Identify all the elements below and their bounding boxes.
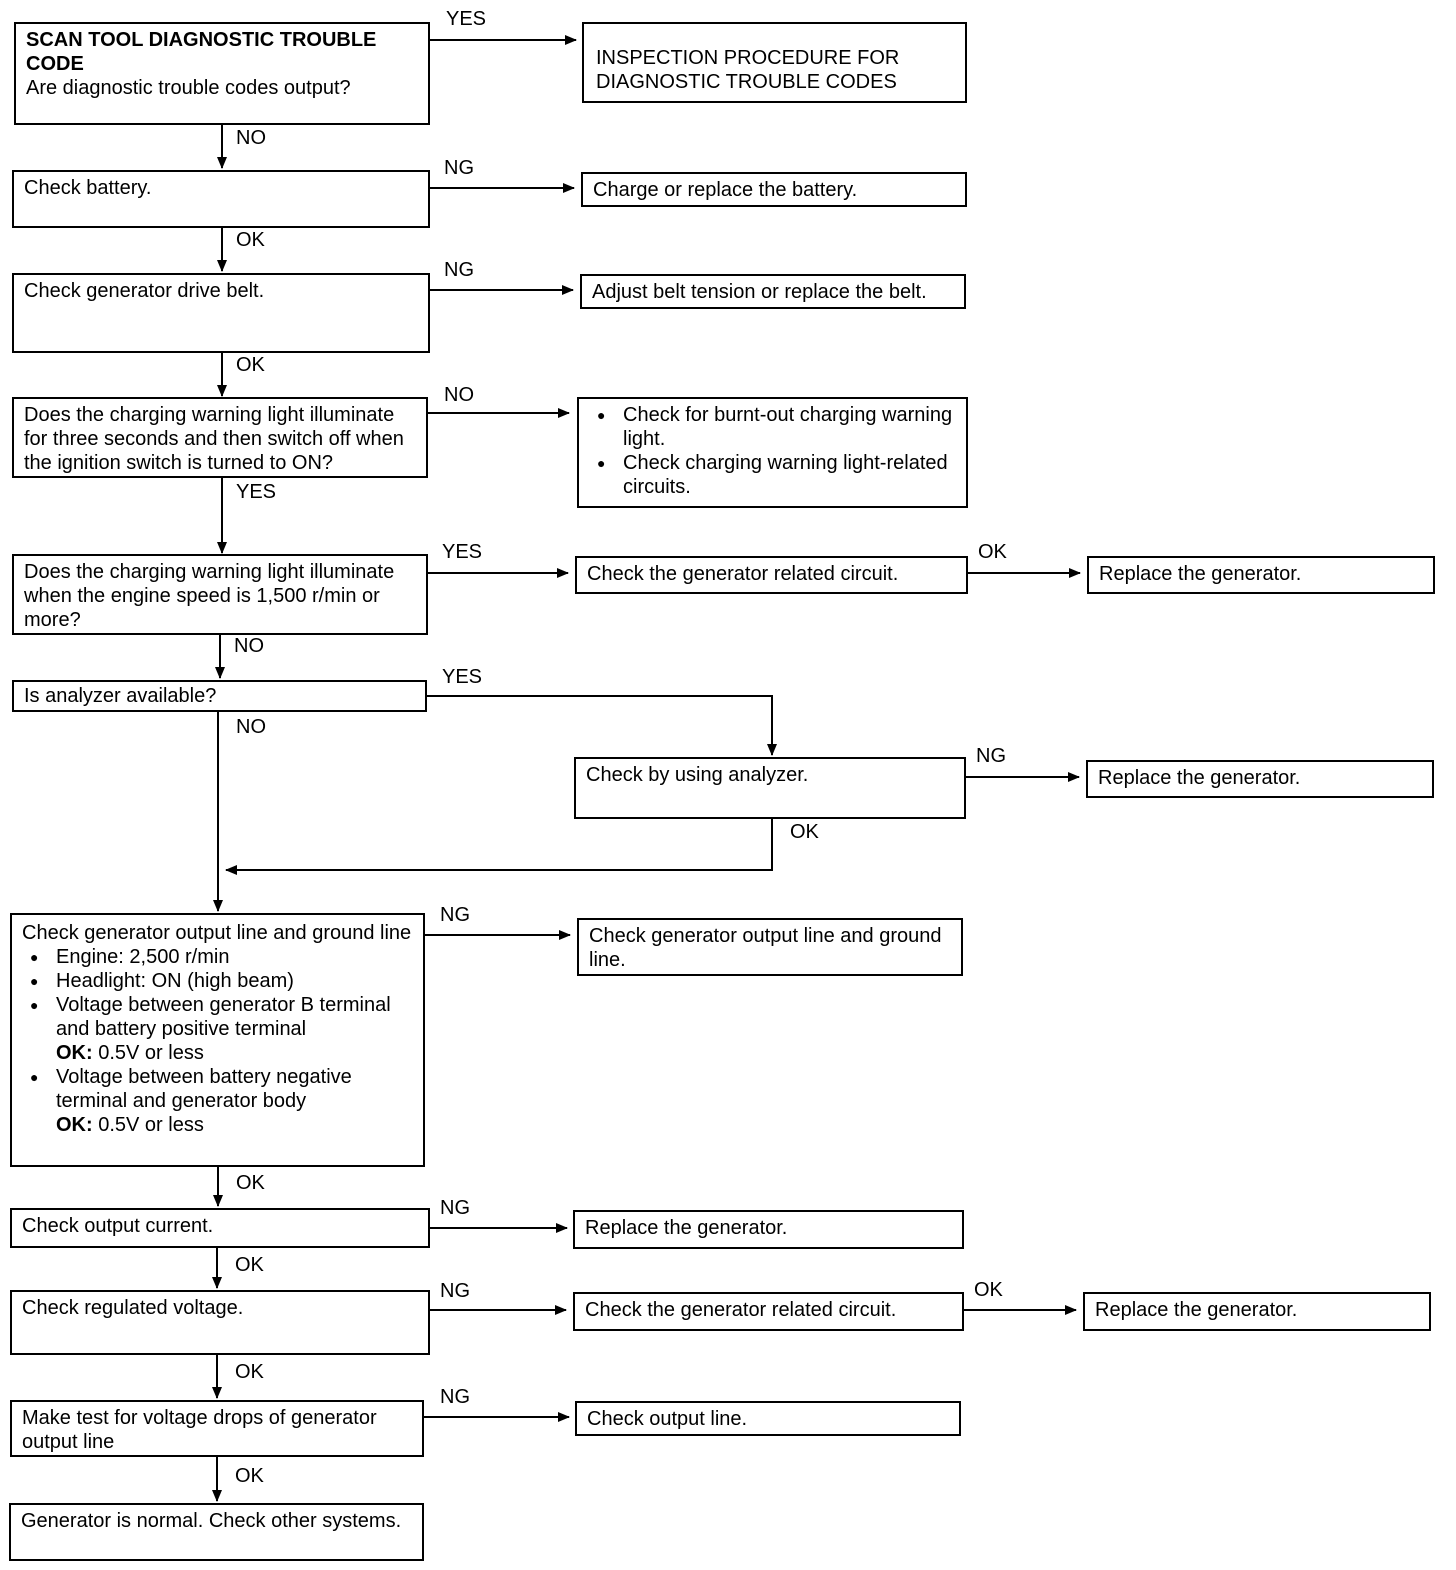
- output-line-condition: Engine: 2,500 r/min: [22, 945, 413, 969]
- label-no-speed: NO: [234, 635, 264, 657]
- label-yes-speed: YES: [442, 541, 483, 563]
- charge-battery-box: Charge or replace the battery.: [581, 172, 967, 207]
- inspection-text: INSPECTION PROCEDURE FOR DIAGNOSTIC TROU…: [596, 47, 900, 93]
- adjust-belt-box: Adjust belt tension or replace the belt.: [580, 274, 966, 309]
- arrow-yes-analyzer: [427, 695, 777, 756]
- ok-criterion-1: OK: 0.5V or less: [22, 1041, 413, 1065]
- warn-light-action-box: Check for burnt-out charging warning lig…: [577, 397, 968, 508]
- replace-generator-current-box: Replace the generator.: [573, 1210, 964, 1249]
- start-title: SCAN TOOL DIAGNOSTIC TROUBLE CODE: [26, 29, 377, 75]
- voltage-drop-box: Make test for voltage drops of generator…: [10, 1400, 424, 1457]
- label-ok-battery: OK: [236, 229, 265, 251]
- replace-generator-analyzer-text: Replace the generator.: [1098, 767, 1301, 789]
- check-circuit-box: Check the generator related circuit.: [575, 556, 968, 594]
- label-ok-current: OK: [235, 1254, 264, 1276]
- check-output-line-text: Check output line.: [587, 1408, 748, 1430]
- generator-normal-text: Generator is normal. Check other systems…: [21, 1510, 402, 1532]
- warn-light-action-item: Check for burnt-out charging warning lig…: [589, 403, 956, 451]
- warn-light-box: Does the charging warning light illumina…: [12, 397, 428, 478]
- replace-generator-analyzer-box: Replace the generator.: [1086, 760, 1434, 798]
- label-ok-belt: OK: [236, 354, 265, 376]
- label-yes-analyzer: YES: [442, 666, 483, 688]
- label-ng-output-line: NG: [440, 904, 470, 926]
- inspection-box: INSPECTION PROCEDURE FOR DIAGNOSTIC TROU…: [582, 22, 967, 103]
- label-no-start: NO: [236, 127, 266, 149]
- check-regulated-circuit-text: Check the generator related circuit.: [585, 1299, 897, 1321]
- label-ok-regulated-circuit: OK: [974, 1279, 1003, 1301]
- start-question: Are diagnostic trouble codes output?: [26, 77, 351, 99]
- label-no-warn: NO: [444, 384, 474, 406]
- ok-criterion-value: 0.5V or less: [98, 1042, 204, 1064]
- output-line-title: Check generator output line and ground l…: [22, 922, 412, 944]
- arrow-ok-analyzer: [225, 818, 773, 875]
- warn-light-question: Does the charging warning light illumina…: [24, 404, 404, 474]
- check-belt-box: Check generator drive belt.: [12, 273, 430, 353]
- output-line-box: Check generator output line and ground l…: [10, 913, 425, 1167]
- check-regulated-circuit-box: Check the generator related circuit.: [573, 1292, 964, 1331]
- output-line-condition: Voltage between battery negative termina…: [22, 1065, 413, 1113]
- start-box: SCAN TOOL DIAGNOSTIC TROUBLE CODE Are di…: [14, 22, 430, 125]
- check-regulated-text: Check regulated voltage.: [22, 1297, 244, 1319]
- label-ok-drop: OK: [235, 1465, 264, 1487]
- engine-speed-box: Does the charging warning light illumina…: [12, 554, 428, 635]
- engine-speed-question: Does the charging warning light illumina…: [24, 561, 395, 631]
- analyzer-question: Is analyzer available?: [24, 685, 217, 707]
- ok-criterion-label: OK:: [56, 1042, 93, 1064]
- label-ok-output-line: OK: [236, 1172, 265, 1194]
- label-yes-start: YES: [446, 8, 487, 30]
- check-current-box: Check output current.: [10, 1208, 430, 1248]
- check-battery-box: Check battery.: [12, 170, 430, 228]
- output-line-conditions: Engine: 2,500 r/min Headlight: ON (high …: [22, 945, 413, 1041]
- label-ng-battery: NG: [444, 157, 474, 179]
- ok-criterion-label: OK:: [56, 1114, 93, 1136]
- ok-criterion-value: 0.5V or less: [98, 1114, 204, 1136]
- output-line-condition: Headlight: ON (high beam): [22, 969, 413, 993]
- analyzer-available-box: Is analyzer available?: [12, 680, 427, 712]
- voltage-drop-text: Make test for voltage drops of generator…: [22, 1407, 377, 1453]
- replace-generator-current-text: Replace the generator.: [585, 1217, 788, 1239]
- check-analyzer-text: Check by using analyzer.: [586, 764, 809, 786]
- generator-normal-box: Generator is normal. Check other systems…: [9, 1503, 424, 1561]
- label-ng-analyzer: NG: [976, 745, 1006, 767]
- label-no-analyzer: NO: [236, 716, 266, 738]
- check-output-line-box: Check output line.: [575, 1401, 961, 1436]
- label-ok-analyzer: OK: [790, 821, 819, 843]
- replace-generator-box: Replace the generator.: [1087, 556, 1435, 594]
- output-line-conditions-2: Voltage between battery negative termina…: [22, 1065, 413, 1113]
- check-output-ground-text: Check generator output line and ground l…: [589, 925, 942, 971]
- adjust-belt-text: Adjust belt tension or replace the belt.: [592, 281, 927, 303]
- warn-light-actions: Check for burnt-out charging warning lig…: [589, 403, 956, 499]
- check-belt-text: Check generator drive belt.: [24, 280, 265, 302]
- check-circuit-text: Check the generator related circuit.: [587, 563, 899, 585]
- replace-generator-regulated-text: Replace the generator.: [1095, 1299, 1298, 1321]
- check-analyzer-box: Check by using analyzer.: [574, 757, 966, 819]
- replace-generator-regulated-box: Replace the generator.: [1083, 1292, 1431, 1331]
- ok-criterion-2: OK: 0.5V or less: [22, 1113, 413, 1137]
- label-ng-current: NG: [440, 1197, 470, 1219]
- output-line-condition: Voltage between generator B terminal and…: [22, 993, 413, 1041]
- check-current-text: Check output current.: [22, 1215, 214, 1237]
- label-ok-regulated: OK: [235, 1361, 264, 1383]
- check-output-ground-box: Check generator output line and ground l…: [577, 918, 963, 976]
- label-ng-belt: NG: [444, 259, 474, 281]
- warn-light-action-item: Check charging warning light-related cir…: [589, 451, 956, 499]
- replace-generator-text: Replace the generator.: [1099, 563, 1302, 585]
- label-ng-regulated: NG: [440, 1280, 470, 1302]
- check-battery-text: Check battery.: [24, 177, 152, 199]
- check-regulated-box: Check regulated voltage.: [10, 1290, 430, 1355]
- label-ok-circuit: OK: [978, 541, 1007, 563]
- label-yes-warn: YES: [236, 481, 277, 503]
- charge-battery-text: Charge or replace the battery.: [593, 179, 858, 201]
- label-ng-drop: NG: [440, 1386, 470, 1408]
